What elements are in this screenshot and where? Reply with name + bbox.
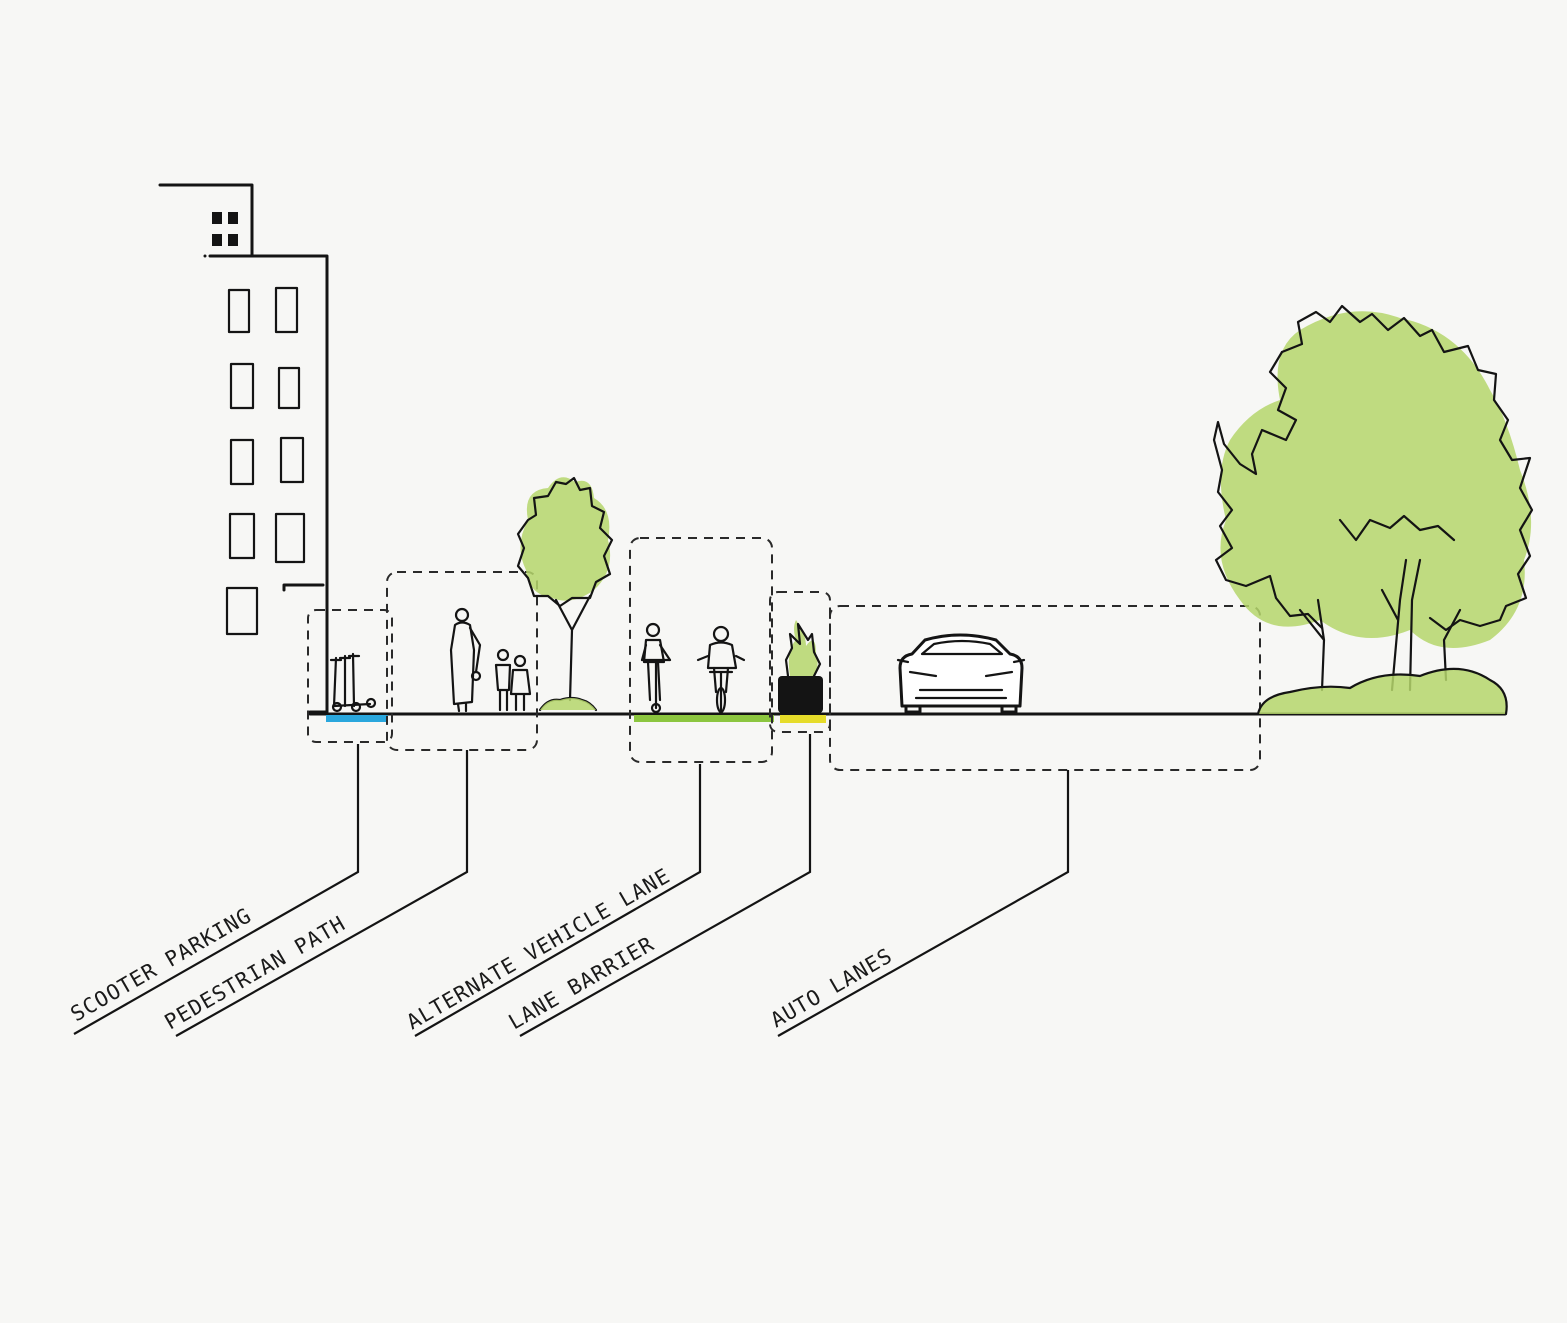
leader-lines [73, 734, 1070, 1037]
cyclist-icon [696, 625, 746, 714]
scooter-icon [329, 652, 377, 713]
label-auto-lanes: AUTO LANES [767, 943, 897, 1032]
zone-boxes [307, 537, 1261, 771]
tree-icon [1212, 304, 1534, 716]
planter-icon [778, 620, 823, 713]
scooter-rider-icon [640, 622, 672, 714]
pedestrian-icon [449, 607, 532, 713]
scooter-parking-strip [326, 715, 388, 722]
car-icon [896, 633, 1026, 714]
lane-barrier-strip [780, 715, 826, 723]
alternate-lane-strip [634, 715, 774, 722]
tree-icon [516, 476, 614, 712]
building-icon [158, 183, 329, 714]
